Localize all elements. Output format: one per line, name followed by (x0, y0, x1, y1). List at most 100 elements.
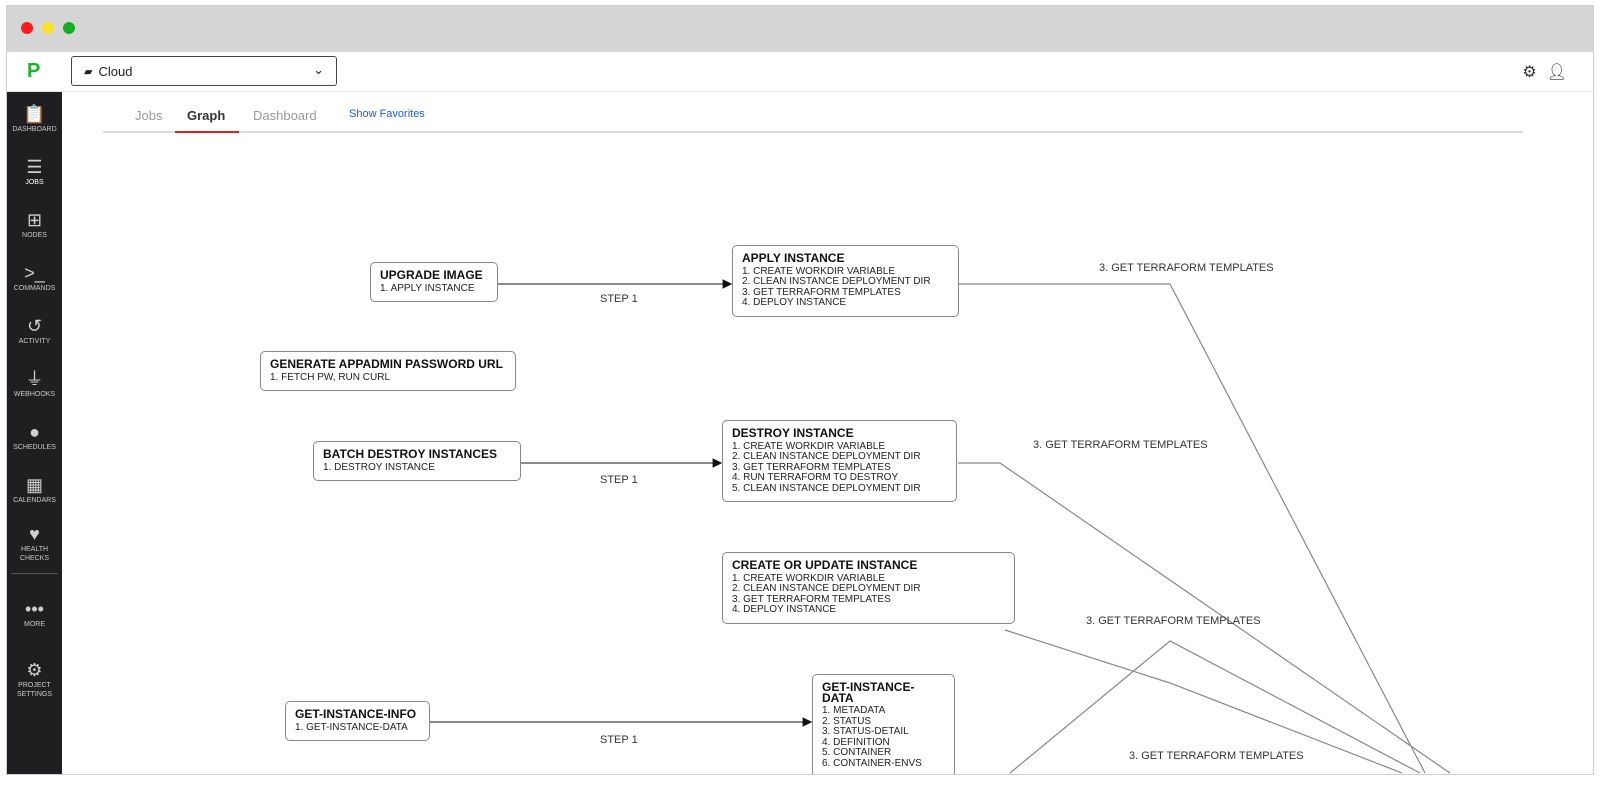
app-window: P ▰ Cloud ⌄ ⚙ 👤︎ 📋 DASHBOARD ☰ JOBS ⊞ NODES >_… (6, 5, 1594, 775)
title-bar (7, 6, 1593, 52)
minimize-window-button[interactable] (42, 22, 54, 34)
job-step: 1. CREATE WORKDIR VARIABLE (732, 440, 885, 452)
graph-edge (1004, 629, 1403, 774)
active-tab-indicator (175, 131, 239, 133)
graph-edge (958, 283, 1426, 774)
sidebar-item-label: CALENDARS (13, 497, 56, 504)
sidebar-item-label: WEBHOOKS (13, 391, 56, 398)
edge-label: 3. GET TERRAFORM TEMPLATES (1099, 262, 1274, 274)
job-step: 2. STATUS (822, 715, 872, 727)
sidebar-item-health-checks[interactable]: ♥HEALTH CHECKS (7, 516, 62, 569)
job-step: 4. DEPLOY INSTANCE (732, 604, 837, 615)
tab-bar: Jobs Graph Dashboard Show Favorites (103, 92, 1523, 133)
job-step: 4. RUN TERRAFORM TO DESTROY (732, 472, 899, 483)
job-step: 5. CLEAN INSTANCE DEPLOYMENT DIR (732, 482, 921, 494)
tab-dashboard[interactable]: Dashboard (253, 108, 317, 123)
job-step: 1. APPLY INSTANCE (380, 282, 475, 294)
sidebar-icon: ↺ (26, 316, 43, 336)
job-step: 3. GET TERRAFORM TEMPLATES (732, 461, 891, 473)
sidebar-icon: ⏚ (25, 369, 44, 389)
maximize-window-button[interactable] (63, 22, 75, 34)
gears-icon: ⚙ (26, 660, 43, 680)
app-logo[interactable]: P (27, 60, 41, 82)
sidebar-item-project-settings[interactable]: ⚙ PROJECT SETTINGS (7, 648, 62, 710)
job-title: DESTROY INSTANCE (732, 426, 854, 440)
sidebar-item-label: JOBS (25, 179, 44, 186)
sidebar-item-label: NODES (22, 232, 47, 239)
edge-label: 3. GET TERRAFORM TEMPLATES (1033, 439, 1208, 451)
tab-graph[interactable]: Graph (187, 108, 226, 123)
sidebar-item-label: DASHBOARD (12, 126, 57, 133)
sidebar-item-schedules[interactable]: ●SCHEDULES (7, 410, 62, 463)
sidebar-item-calendars[interactable]: ▦ CALENDARS (7, 463, 62, 516)
user-icon[interactable]: 👤︎ (1546, 64, 1567, 81)
sidebar-item-label: SCHEDULES (13, 444, 56, 451)
job-title: GENERATE APPADMIN PASSWORD URL (270, 357, 503, 371)
job-step: 1. DESTROY INSTANCE (323, 461, 435, 473)
edge-label: STEP 1 (600, 474, 638, 486)
job-title: APPLY INSTANCE (742, 251, 845, 265)
sidebar: 📋 DASHBOARD ☰ JOBS ⊞ NODES >_COMMANDS ↺ ACTIVITY… (7, 92, 62, 774)
job-step: 1. CREATE WORKDIR VARIABLE (732, 572, 885, 584)
project-selector[interactable]: ▰ Cloud ⌄ (71, 56, 337, 86)
sidebar-item-commands[interactable]: >_COMMANDS (7, 251, 62, 304)
edge-label: 3. GET TERRAFORM TEMPLATES (1086, 615, 1261, 627)
graph-edge (958, 462, 1451, 774)
job-step: 1. METADATA (822, 705, 886, 716)
sidebar-item-activity[interactable]: ↺ ACTIVITY (7, 304, 62, 357)
gear-icon[interactable]: ⚙ (1522, 64, 1537, 81)
edge-label: 3. GET TERRAFORM TEMPLATES (1129, 750, 1304, 762)
job-step: 1. GET-INSTANCE-DATA (295, 721, 408, 733)
job-step: 1. FETCH PW, RUN CURL (270, 371, 391, 383)
sidebar-item-label: MORE (24, 620, 45, 628)
job-step: 4. DEFINITION (822, 736, 890, 748)
sidebar-item-webhooks[interactable]: ⏚ WEBHOOKS (7, 357, 62, 410)
sidebar-icon: ♥ (29, 523, 40, 544)
job-title: CREATE OR UPDATE INSTANCE (732, 558, 918, 572)
job-step: 4. DEPLOY INSTANCE (742, 297, 847, 308)
project-name: Cloud (98, 63, 133, 79)
tab-jobs[interactable]: Jobs (135, 108, 163, 123)
sidebar-icon: 📋 (23, 104, 46, 124)
show-favorites-link[interactable]: Show Favorites (349, 108, 425, 120)
job-step: 3. STATUS-DETAIL (822, 726, 909, 737)
job-title: UPGRADE IMAGE (380, 268, 483, 282)
sidebar-icon: ⊞ (26, 210, 43, 230)
job-title: GET-INSTANCE-DATA (822, 680, 915, 705)
job-step: 2. CLEAN INSTANCE DEPLOYMENT DIR (732, 583, 921, 594)
sidebar-item-nodes[interactable]: ⊞ NODES (7, 198, 62, 251)
edge-label: STEP 1 (600, 734, 638, 746)
sidebar-item-label: PROJECT SETTINGS (16, 682, 52, 698)
job-step: 6. CONTAINER-ENVS (822, 757, 922, 769)
job-step: 3. GET TERRAFORM TEMPLATES (742, 286, 901, 298)
edge-label: STEP 1 (600, 293, 638, 305)
sidebar-item-dashboard[interactable]: 📋 DASHBOARD (7, 92, 62, 145)
sidebar-item-jobs[interactable]: ☰ JOBS (7, 145, 62, 198)
sidebar-icon: ☰ (26, 157, 43, 177)
sidebar-icon: >_ (24, 263, 45, 283)
job-step: 1. CREATE WORKDIR VARIABLE (742, 265, 895, 277)
sidebar-item-more[interactable]: •••MORE (7, 578, 62, 648)
job-step: 5. CONTAINER (822, 747, 892, 758)
job-title: BATCH DESTROY INSTANCES (323, 447, 498, 461)
close-window-button[interactable] (21, 22, 33, 34)
sidebar-item-label: HEALTH CHECKS (19, 545, 50, 562)
job-title: GET-INSTANCE-INFO (295, 707, 417, 721)
sidebar-divider (11, 573, 58, 574)
sidebar-item-label: ACTIVITY (18, 338, 51, 345)
job-step: 2. CLEAN INSTANCE DEPLOYMENT DIR (732, 451, 921, 462)
chevron-down-icon: ⌄ (313, 62, 324, 77)
job-step: 2. CLEAN INSTANCE DEPLOYMENT DIR (742, 276, 931, 287)
job-step: 3. GET TERRAFORM TEMPLATES (732, 593, 891, 605)
sidebar-icon: ▦ (25, 475, 43, 495)
